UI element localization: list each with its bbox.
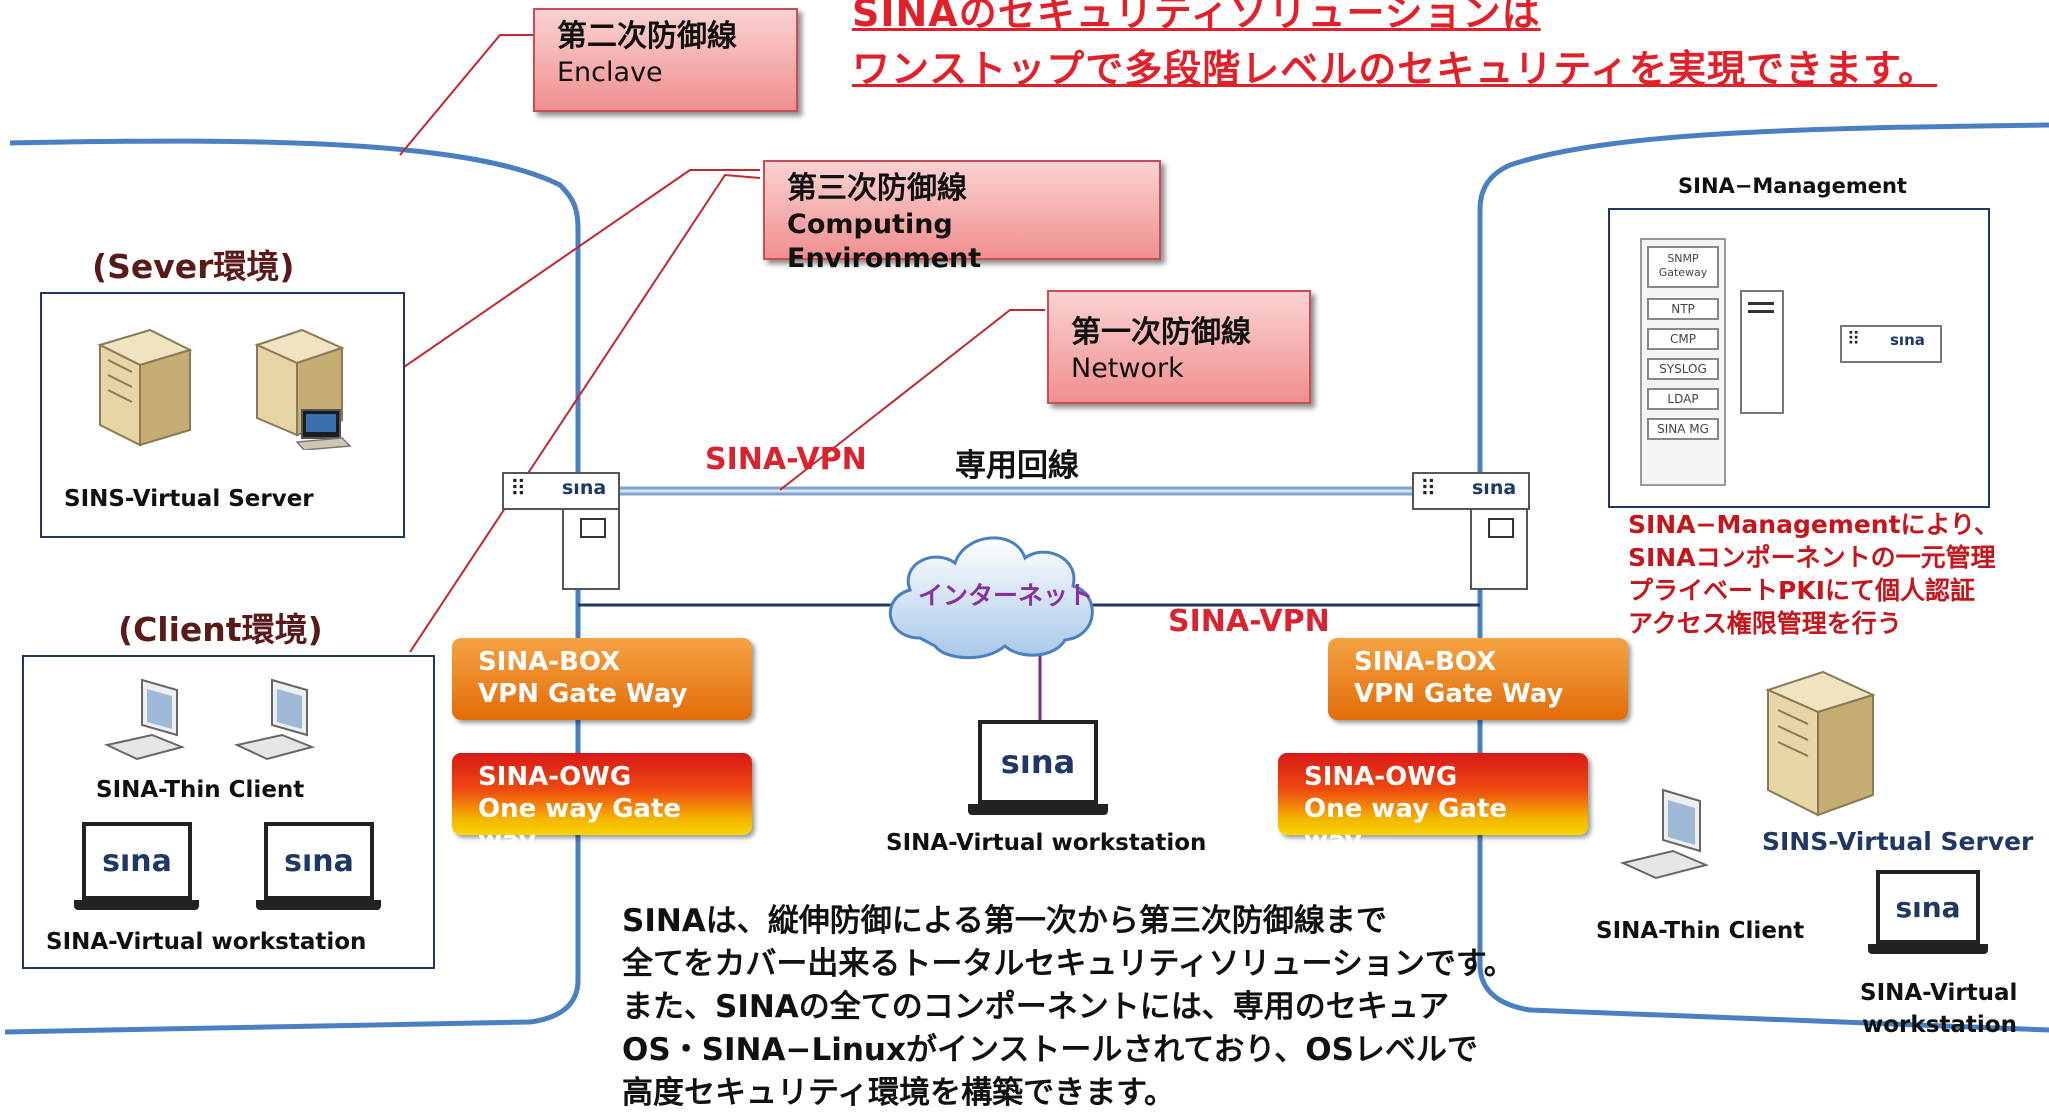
laptop-icon: sına bbox=[1868, 870, 1988, 962]
sina-logo: sına bbox=[1895, 890, 1961, 924]
first-defense-en: Network bbox=[1071, 353, 1184, 384]
sina-logo: sına bbox=[562, 477, 607, 499]
client-env-title: (Client環境) bbox=[118, 610, 323, 649]
left-network-frame bbox=[4, 138, 581, 1035]
sina-vpn-mid: SINA-VPN bbox=[1168, 604, 1330, 639]
sina-owg-gateway-left: SINA-OWG One way Gate way bbox=[452, 753, 752, 856]
mgmt-module: NTP bbox=[1647, 298, 1719, 320]
sina-owg-subtitle: One way Gate way bbox=[1304, 794, 1508, 856]
dedicated-line-label: 専用回線 bbox=[955, 448, 1079, 484]
server-env-panel: SINS-Virtual Server bbox=[40, 292, 405, 538]
mgmt-server-icon bbox=[1740, 290, 1784, 414]
mgmt-sina-box-icon: ⠿ sına bbox=[1840, 325, 1942, 363]
first-defense-box: 第一次防御線 Network bbox=[1047, 290, 1311, 404]
third-defense-box: 第三次防御線 Computing Environment bbox=[763, 160, 1161, 274]
leader-third-defense-1 bbox=[374, 169, 760, 388]
mgmt-module: SNMP Gateway bbox=[1647, 246, 1719, 288]
mgmt-module: SINA MG bbox=[1647, 418, 1719, 440]
second-defense-box: 第二次防御線 Enclave bbox=[533, 8, 798, 112]
client-env-panel: SINA-Thin Client sına sına SINA-Virtual … bbox=[22, 655, 435, 969]
center-vw-label: SINA-Virtual workstation bbox=[886, 830, 1207, 856]
mgmt-module: CMP bbox=[1647, 328, 1719, 350]
virtual-workstation-label: SINA-Virtual workstation bbox=[46, 929, 367, 955]
sina-logo: sına bbox=[102, 843, 172, 879]
sina-logo: sına bbox=[1472, 477, 1517, 499]
thin-client-icon bbox=[233, 678, 316, 761]
description-line: 全てをカバー出来るトータルセキュリティソリューションです。 bbox=[622, 946, 1515, 982]
sina-owg-subtitle: One way Gate way bbox=[478, 794, 682, 856]
headline-line2: ワンストップで多段階レベルのセキュリティを実現できます。 bbox=[852, 47, 1938, 91]
server-icon bbox=[1765, 670, 1876, 817]
laptop-icon: sına bbox=[74, 822, 199, 922]
leader-second-defense bbox=[399, 34, 535, 156]
second-defense-en: Enclave bbox=[557, 57, 663, 88]
sina-box-subtitle: VPN Gate Way bbox=[478, 679, 688, 709]
sina-owg-title: SINA-OWG bbox=[1304, 762, 1458, 792]
mgmt-description: SINA−Managementにより、 SINAコンポーネントの一元管理 プライ… bbox=[1628, 508, 1999, 640]
sina-box-title: SINA-BOX bbox=[1354, 647, 1497, 677]
mgmt-module: LDAP bbox=[1647, 388, 1719, 410]
mgmt-desc-line: SINAコンポーネントの一元管理 bbox=[1628, 543, 1996, 572]
mgmt-desc-line: SINA−Managementにより、 bbox=[1628, 510, 2000, 539]
sina-logo: sına bbox=[1000, 743, 1076, 781]
right-server-label: SINS-Virtual Server bbox=[1762, 827, 2034, 856]
headline-line1: SINAのセキュリティソリューションは bbox=[852, 0, 1541, 35]
mgmt-module: SYSLOG bbox=[1647, 358, 1719, 380]
sina-box-unit-left bbox=[562, 508, 620, 590]
mgmt-desc-line: プライベートPKIにて個人認証 bbox=[1628, 576, 1975, 605]
right-thin-client-label: SINA-Thin Client bbox=[1596, 918, 1805, 944]
sina-box-subtitle: VPN Gate Way bbox=[1354, 679, 1564, 709]
sina-vpn-top: SINA-VPN bbox=[705, 442, 867, 477]
sina-logo: sına bbox=[1890, 331, 1925, 349]
description-line: SINAは、縦伸防御による第一次から第三次防御線まで bbox=[622, 903, 1387, 939]
right-vw-label-1: SINA-Virtual bbox=[1860, 980, 2018, 1006]
mgmt-module-stack: SNMP Gateway NTP CMP SYSLOG LDAP SINA MG bbox=[1640, 238, 1726, 486]
thin-client-icon bbox=[103, 678, 186, 761]
server-icon bbox=[97, 328, 193, 447]
mgmt-desc-line: アクセス権限管理を行う bbox=[1628, 609, 1902, 638]
second-defense-jp: 第二次防御線 bbox=[557, 19, 737, 54]
first-defense-jp: 第一次防御線 bbox=[1071, 315, 1251, 350]
sina-owg-title: SINA-OWG bbox=[478, 762, 632, 792]
sina-box-title: SINA-BOX bbox=[478, 647, 621, 677]
server-env-title: (Sever環境) bbox=[92, 247, 295, 286]
description-line: OS・SINA−Linuxがインストールされており、OSレベルで bbox=[622, 1032, 1478, 1068]
sina-box-device-right: ⠿ sına bbox=[1412, 472, 1530, 510]
description-line: また、SINAの全てのコンポーネントには、専用のセキュア bbox=[622, 989, 1450, 1025]
thin-client-label: SINA-Thin Client bbox=[96, 777, 305, 803]
sina-logo: sına bbox=[284, 843, 354, 879]
third-defense-en: Computing Environment bbox=[787, 209, 982, 274]
sina-box-gateway-right: SINA-BOX VPN Gate Way bbox=[1328, 638, 1628, 720]
laptop-icon: sına bbox=[256, 822, 381, 922]
right-vw-label-2: workstation bbox=[1862, 1012, 2017, 1038]
internet-label: インターネット bbox=[918, 581, 1094, 610]
description-line: 高度セキュリティ環境を構築できます。 bbox=[622, 1075, 1176, 1111]
leader-first-defense bbox=[779, 309, 1045, 491]
sina-box-device-left: ⠿ sına bbox=[502, 472, 620, 510]
server-label: SINS-Virtual Server bbox=[64, 486, 314, 512]
sina-box-unit-right bbox=[1470, 508, 1528, 590]
thin-client-icon bbox=[1619, 788, 1710, 880]
mgmt-panel: SNMP Gateway NTP CMP SYSLOG LDAP SINA MG… bbox=[1608, 208, 1990, 508]
third-defense-jp: 第三次防御線 bbox=[787, 171, 967, 206]
description-text: SINAは、縦伸防御による第一次から第三次防御線まで 全てをカバー出来るトータル… bbox=[622, 900, 1515, 1115]
server-with-console-icon bbox=[254, 328, 352, 450]
mgmt-title: SINA−Management bbox=[1678, 174, 1907, 198]
sina-owg-gateway-right: SINA-OWG One way Gate way bbox=[1278, 753, 1588, 856]
sina-box-gateway-left: SINA-BOX VPN Gate Way bbox=[452, 638, 752, 720]
laptop-icon: sına bbox=[968, 720, 1108, 825]
right-network-frame bbox=[1477, 122, 2049, 1033]
internet-cloud-icon bbox=[888, 536, 1094, 660]
